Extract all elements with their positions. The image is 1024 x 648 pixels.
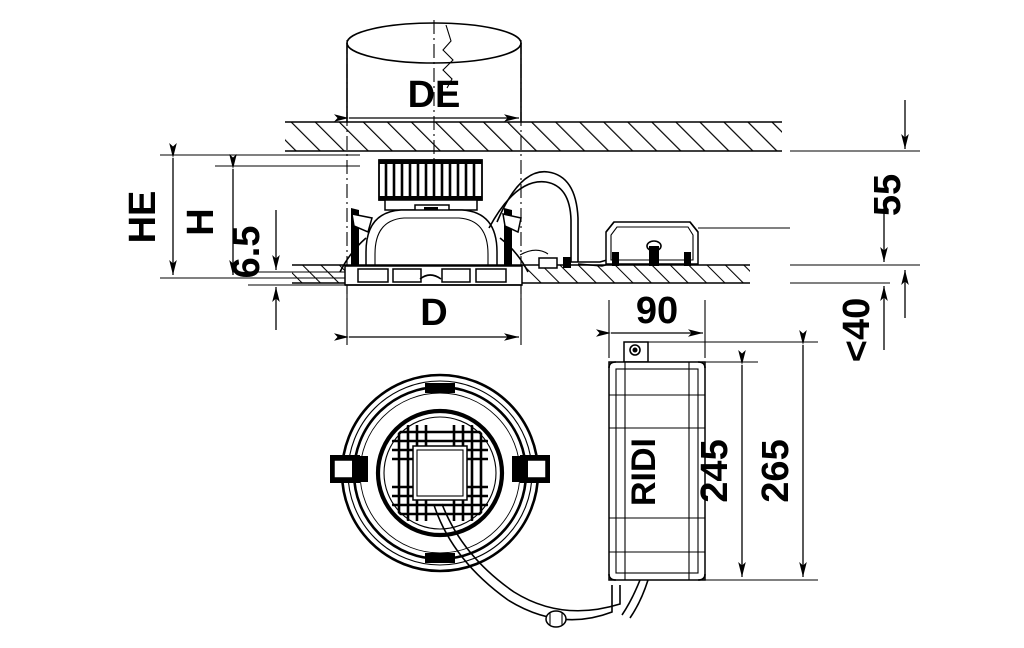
dimension-less-40: <40 <box>790 200 890 362</box>
plan-clip-left <box>330 455 368 483</box>
dimension-d: D <box>334 285 522 345</box>
dimension-55-label: 55 <box>867 174 909 216</box>
dimension-h: H <box>180 154 360 275</box>
driver-elevation-view: RIDI <box>608 341 706 619</box>
driver-logo-label: RIDI <box>625 438 663 506</box>
dimension-d-label: D <box>420 292 447 334</box>
cable-connector <box>538 257 558 269</box>
spring-clip-right <box>499 208 529 273</box>
dimension-6-5-label: 6.5 <box>226 226 268 279</box>
dimension-245-label: 245 <box>694 439 736 502</box>
dimension-less-40-label: <40 <box>836 298 878 362</box>
fixture-trim-flange <box>344 265 523 286</box>
dimension-265-label: 265 <box>755 439 797 502</box>
break-line-icon <box>442 24 454 89</box>
downlight-plan-view <box>330 373 550 573</box>
dimension-245: 245 <box>694 350 758 581</box>
plan-clip-right <box>512 455 550 483</box>
ceiling-slab-section <box>285 121 782 152</box>
dimension-90-label: 90 <box>636 290 678 332</box>
dimension-h-label: H <box>180 208 222 235</box>
dimension-de-label: DE <box>408 74 461 116</box>
supply-cable-section <box>488 170 617 269</box>
dimension-265: 265 <box>648 330 818 581</box>
dimension-55: 55 <box>790 100 920 318</box>
dimension-he-label: HE <box>122 191 164 244</box>
driver-box-section <box>605 221 790 266</box>
fixture-dome-housing <box>365 209 498 273</box>
heatsink-fins <box>378 159 483 201</box>
dimension-90: 90 <box>596 290 706 358</box>
dimension-de: DE <box>334 74 519 122</box>
led-module-plan <box>412 445 468 501</box>
supply-cable-plan <box>433 503 621 628</box>
cable-connector-plan <box>545 610 567 628</box>
